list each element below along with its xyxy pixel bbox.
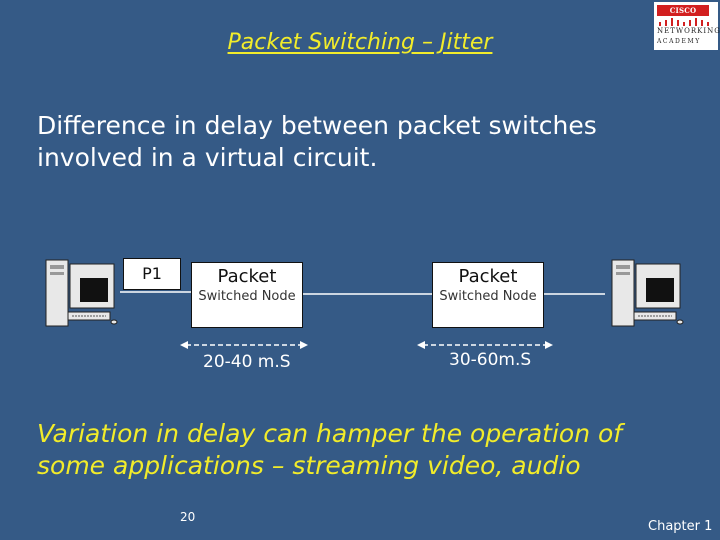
node-title: Packet <box>458 266 518 287</box>
node-subtitle: Switched Node <box>198 289 296 304</box>
delay-label-2: 30-60m.S <box>449 350 532 370</box>
slide-title: Packet Switching – Jitter <box>227 30 493 55</box>
page-number: 20 <box>180 510 196 524</box>
packet-label-p1: P1 <box>123 258 181 290</box>
packet-switched-node-2: Packet Switched Node <box>432 262 544 328</box>
logo-brand: CISCO SYSTEMS <box>657 5 709 26</box>
packet-switched-node-1: Packet Switched Node <box>191 262 303 328</box>
delay-arrow-2 <box>417 341 553 349</box>
intro-text: Difference in delay between packet switc… <box>37 111 597 172</box>
chapter-label: Chapter 1 <box>648 519 713 534</box>
cisco-networking-academy-logo: CISCO SYSTEMS NETWORKING ACADEMY <box>654 2 720 50</box>
delay-label-1: 20-40 m.S <box>203 352 291 372</box>
delay-arrow-1 <box>180 341 308 349</box>
logo-networking: NETWORKING <box>657 27 720 35</box>
variation-text: Variation in delay can hamper the operat… <box>37 419 623 480</box>
logo-bridge-icon <box>659 18 709 26</box>
node-title: Packet <box>217 266 277 287</box>
computer-icon-left <box>45 259 118 327</box>
logo-academy: ACADEMY <box>657 38 701 45</box>
node-subtitle: Switched Node <box>439 289 537 304</box>
computer-icon-right <box>611 259 684 327</box>
